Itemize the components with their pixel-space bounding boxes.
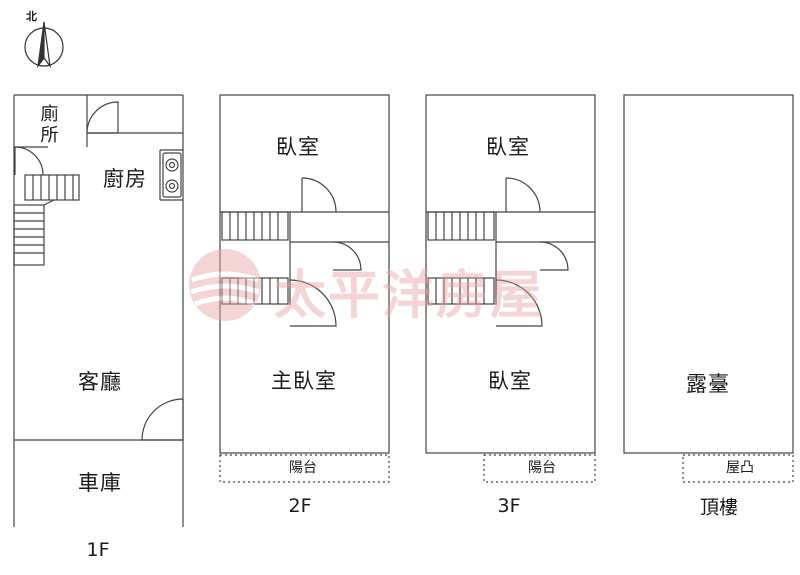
stove-icon — [162, 152, 182, 198]
room-bedroom-bottom-3f: 臥室 — [488, 369, 532, 393]
floor-3f-stairs — [427, 211, 495, 305]
floor-3f-balcony — [483, 454, 596, 483]
balcony-label-2f: 陽台 — [289, 460, 317, 476]
room-master-bedroom-2f: 主臥室 — [271, 369, 337, 393]
floor-label-roof: 頂樓 — [699, 496, 739, 519]
room-bedroom-2f: 臥室 — [276, 135, 320, 159]
room-toilet-1f: 廁所 — [40, 104, 60, 146]
floor-label-3f: 3F — [497, 495, 521, 517]
compass-icon — [24, 21, 64, 69]
floor-2f-stairs — [221, 211, 289, 305]
roof-bump-label: 屋凸 — [726, 460, 754, 476]
room-terrace-roof: 露臺 — [686, 372, 730, 396]
room-living-1f: 客廳 — [78, 370, 122, 394]
floor-2f-doors — [289, 177, 362, 327]
floor-2f-balcony — [219, 454, 390, 483]
room-bedroom-top-3f: 臥室 — [486, 135, 530, 159]
floor-label-1f: 1F — [86, 539, 110, 561]
room-kitchen-1f: 廚房 — [103, 167, 147, 191]
roof-outline — [623, 94, 794, 454]
roof-bump — [682, 454, 794, 483]
north-label: 北 — [26, 10, 37, 23]
room-garage-1f: 車庫 — [78, 471, 122, 495]
floor-1f-doors — [14, 101, 184, 441]
floor-3f-doors — [495, 177, 569, 327]
watermark-logo-icon — [189, 249, 261, 321]
floor-1f-walls — [13, 94, 184, 527]
floor-label-2f: 2F — [288, 495, 312, 517]
balcony-label-3f: 陽台 — [528, 460, 556, 476]
floor-1f-stairs — [13, 174, 80, 266]
watermark-text: 太平洋房屋 — [274, 265, 545, 326]
